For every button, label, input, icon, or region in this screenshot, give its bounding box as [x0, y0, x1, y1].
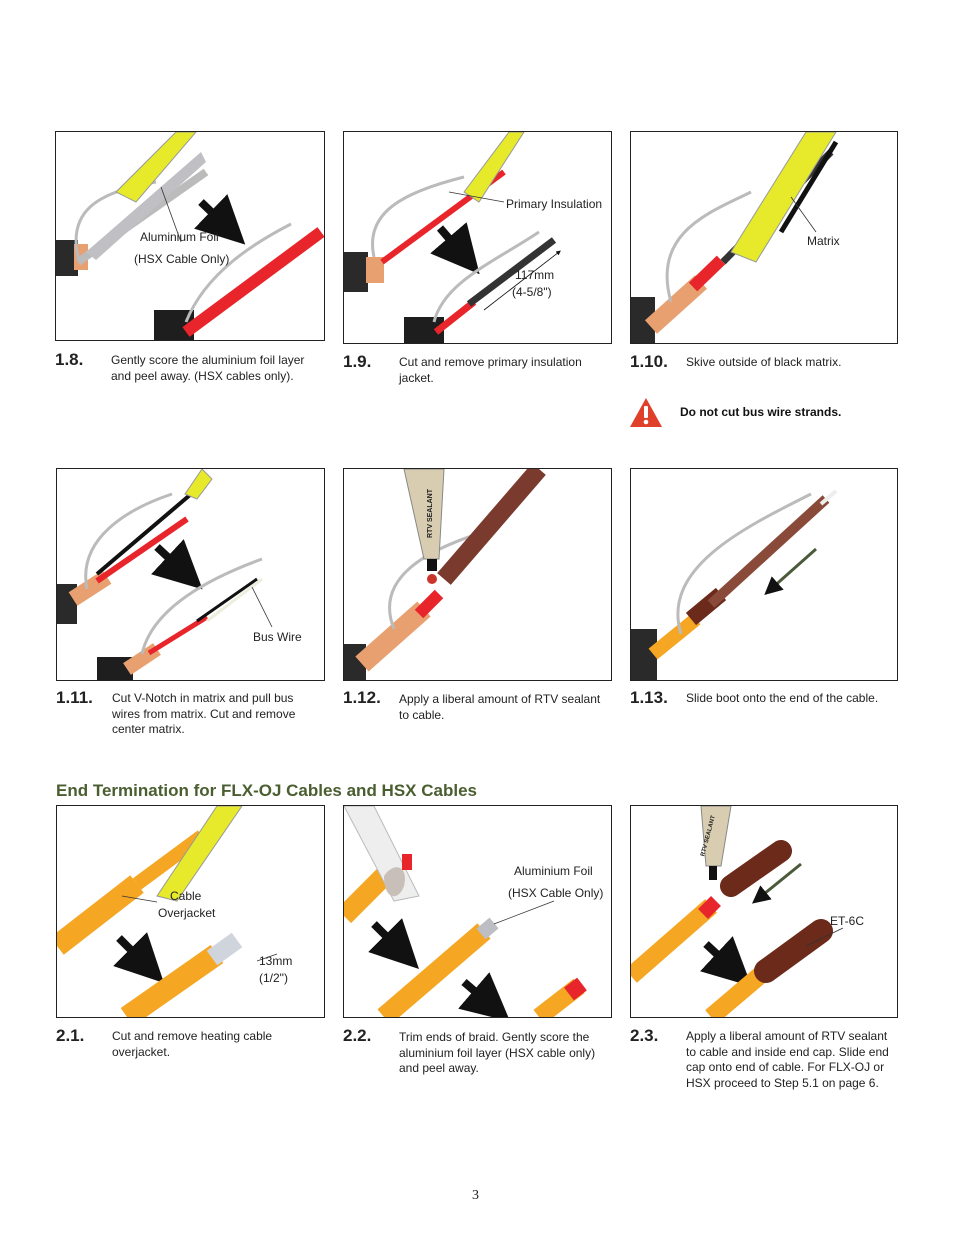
label-aluminium-foil: Aluminium Foil — [140, 230, 219, 244]
illustration-1-8: Aluminium Foil (HSX Cable Only) — [55, 131, 325, 341]
illustration-2-3-drawing: RTV SEALANT — [631, 806, 844, 1017]
warning-text: Do not cut bus wire strands. — [680, 405, 842, 419]
step-text-2-1: Cut and remove heating cable overjacket. — [112, 1029, 273, 1059]
label-hsx-cable-only: (HSX Cable Only) — [134, 252, 230, 266]
illustration-1-11: Bus Wire — [56, 468, 325, 681]
label-13mm: 13mm — [259, 954, 293, 968]
illustration-2-1-drawing — [57, 806, 278, 1017]
step-text-1-12: Apply a liberal amount of RTV sealant to… — [399, 692, 601, 722]
step-text-1-10: Skive outside of black matrix. — [686, 355, 842, 369]
illustration-1-10-drawing — [631, 132, 839, 343]
illustration-1-8-drawing — [56, 132, 324, 340]
label-matrix: Matrix — [807, 234, 840, 248]
step-text-2-3: Apply a liberal amount of RTV sealant to… — [686, 1029, 889, 1090]
step-text-1-11: Cut V-Notch in matrix and pull bus wires… — [112, 691, 296, 736]
illustration-1-9: Primary Insulation 117mm (4-5/8") — [343, 131, 612, 344]
label-et-6c: ET-6C — [830, 914, 865, 928]
step-number-1-13: 1.13. — [630, 688, 668, 707]
illustration-2-3: RTV SEALANT ET-6C — [630, 805, 898, 1018]
step-text-2-2: Trim ends of braid. Gently score the alu… — [399, 1030, 596, 1075]
step-number-1-9: 1.9. — [343, 352, 372, 371]
step-number-1-10: 1.10. — [630, 352, 668, 371]
label-overjacket: Overjacket — [158, 906, 216, 920]
illustration-1-12-drawing: RTV SEALANT — [344, 469, 546, 680]
section-title: End Termination for FLX-OJ Cables and HS… — [56, 781, 477, 800]
label-hsx-cable-only-2-2: (HSX Cable Only) — [508, 886, 604, 900]
step-text-1-9: Cut and remove primary insulation jacket… — [399, 355, 582, 385]
label-117mm: 117mm — [515, 268, 555, 282]
label-cable: Cable — [170, 889, 202, 903]
illustration-1-10: Matrix — [630, 131, 898, 344]
step-number-1-8: 1.8. — [55, 350, 84, 369]
label-4-5-8-inch: (4-5/8") — [512, 285, 552, 299]
warning-triangle-icon — [629, 397, 663, 428]
illustration-1-12: RTV SEALANT — [343, 468, 612, 681]
step-number-1-11: 1.11. — [56, 688, 93, 707]
label-primary-insulation: Primary Insulation — [506, 197, 603, 211]
illustration-2-2-drawing — [344, 806, 587, 1017]
illustration-1-13 — [630, 468, 898, 681]
step-number-2-2: 2.2. — [343, 1026, 372, 1045]
step-number-2-3: 2.3. — [630, 1026, 659, 1045]
illustration-2-1: Cable Overjacket 13mm (1/2") — [56, 805, 325, 1018]
illustration-1-9-drawing — [344, 132, 561, 343]
illustration-1-11-drawing — [57, 469, 273, 680]
illustration-1-13-drawing — [631, 489, 838, 680]
illustration-2-2: Aluminium Foil (HSX Cable Only) — [343, 805, 612, 1018]
label-bus-wire: Bus Wire — [253, 630, 302, 644]
step-number-1-12: 1.12. — [343, 688, 381, 707]
label-half-inch: (1/2") — [259, 971, 288, 985]
sealant-tube-label: RTV SEALANT — [427, 488, 434, 538]
step-text-1-8: Gently score the aluminium foil layer an… — [111, 353, 305, 383]
page-number: 3 — [472, 1188, 479, 1203]
step-number-2-1: 2.1. — [56, 1026, 85, 1045]
step-text-1-13: Slide boot onto the end of the cable. — [686, 691, 879, 705]
label-aluminium-foil-2-2: Aluminium Foil — [514, 864, 593, 878]
